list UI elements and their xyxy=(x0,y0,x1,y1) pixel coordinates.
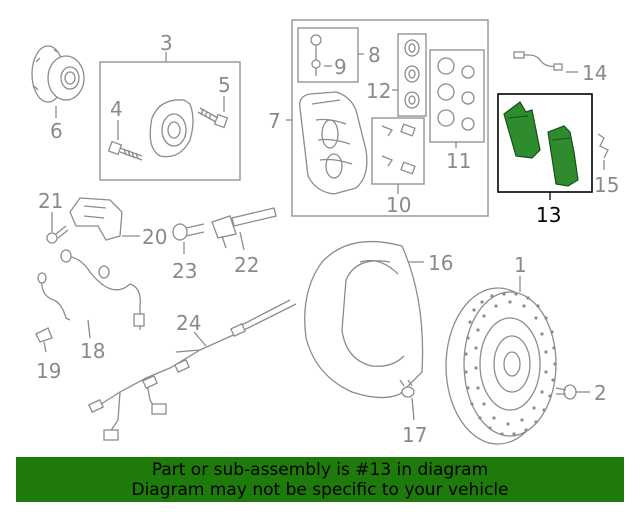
pad-wear-sensor-part xyxy=(513,51,563,71)
piston-seal-box xyxy=(397,33,427,117)
banner-line-1: Part or sub-assembly is #13 in diagram xyxy=(151,460,489,480)
callout-11: 11 xyxy=(446,149,471,173)
rotor-drilled-holes xyxy=(464,292,557,436)
mounting-bolt-part xyxy=(172,223,205,241)
bracket-bolt-part xyxy=(46,225,69,244)
callout-1: 1 xyxy=(514,253,527,277)
guide-pin-clip-part xyxy=(381,123,416,175)
brake-rotor-part xyxy=(445,287,557,445)
callout-2: 2 xyxy=(594,381,607,405)
banner-line-2: Diagram may not be specific to your vehi… xyxy=(131,480,509,500)
hose-bracket-part xyxy=(69,197,123,241)
callout-labels: 1 2 3 4 5 6 7 8 9 10 11 12 13 14 15 16 1… xyxy=(36,31,619,447)
shield-bolt-part xyxy=(399,379,415,398)
callout-5: 5 xyxy=(218,73,231,97)
caliper-assembly-box xyxy=(291,19,489,217)
pin-clip-box xyxy=(371,117,425,185)
anti-rattle-spring-part xyxy=(597,133,609,159)
bleeder-screw-part xyxy=(310,34,322,76)
callout-23: 23 xyxy=(172,259,197,283)
callout-7: 7 xyxy=(268,109,281,133)
callout-9: 9 xyxy=(334,55,347,79)
brake-caliper-part xyxy=(299,91,368,195)
callout-15: 15 xyxy=(594,173,619,197)
info-banner: Part or sub-assembly is #13 in diagram D… xyxy=(16,457,624,502)
abs-sensor-cable-part xyxy=(37,249,145,330)
wiring-harness-part xyxy=(88,299,297,441)
bolt-4-part xyxy=(107,140,143,161)
dust-shield-part xyxy=(304,240,424,399)
callout-4: 4 xyxy=(110,97,123,121)
callout-24: 24 xyxy=(176,311,201,335)
callout-8: 8 xyxy=(368,43,381,67)
callout-19: 19 xyxy=(36,359,61,383)
bearing-housing-part xyxy=(149,99,194,158)
callout-3: 3 xyxy=(160,31,173,55)
brake-pad-set-part xyxy=(503,101,579,187)
bolt-5-part xyxy=(197,107,229,129)
callout-10: 10 xyxy=(386,193,411,217)
callout-16: 16 xyxy=(428,251,453,275)
hub-assembly-box xyxy=(99,61,241,181)
callout-22: 22 xyxy=(234,253,259,277)
rotor-screw-part xyxy=(555,384,577,400)
wheel-hub-part xyxy=(31,45,85,103)
caliper-piston-part xyxy=(437,57,475,131)
speed-sensor-part xyxy=(211,207,277,249)
callout-20: 20 xyxy=(142,225,167,249)
callout-12: 12 xyxy=(366,79,391,103)
piston-box xyxy=(429,49,485,143)
callout-21: 21 xyxy=(38,189,63,213)
piston-seal-part xyxy=(404,39,420,109)
brake-pad-box xyxy=(497,93,593,193)
callout-6: 6 xyxy=(50,119,63,143)
bolt-subgroup-box xyxy=(297,27,359,83)
cable-clip-part xyxy=(35,327,53,343)
callout-14: 14 xyxy=(582,61,607,85)
callout-13: 13 xyxy=(536,203,561,227)
callout-18: 18 xyxy=(80,339,105,363)
parts-diagram: 1 2 3 4 5 6 7 8 9 10 11 12 13 14 15 16 1… xyxy=(31,19,619,447)
callout-17: 17 xyxy=(402,423,427,447)
